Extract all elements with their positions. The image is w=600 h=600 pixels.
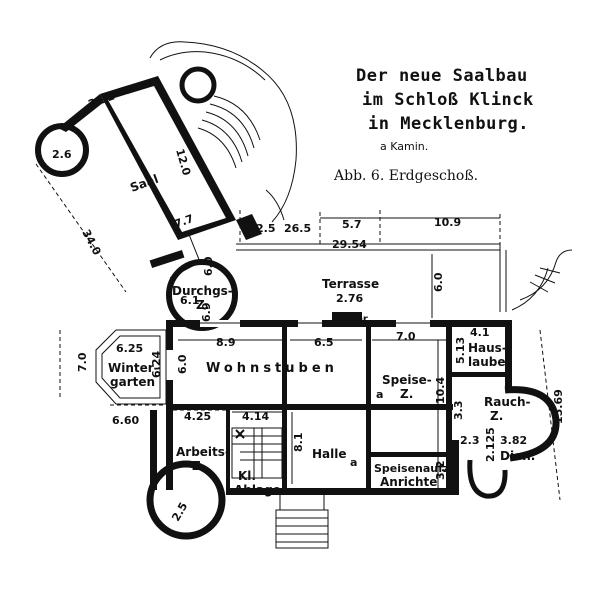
room-ablage-1: Kl. bbox=[238, 469, 256, 483]
dim-33: 3.3 bbox=[452, 401, 465, 421]
durchgangs-room bbox=[166, 259, 238, 331]
dim-265: 26.5 bbox=[284, 222, 311, 235]
dim-60-terr: 6.0 bbox=[432, 272, 445, 292]
room-durchgang-1: Durchgs- bbox=[172, 284, 233, 298]
dim-26: 2.6 bbox=[52, 148, 72, 161]
room-arbeits-2: Z. bbox=[192, 459, 205, 473]
kamin-marker-1: a bbox=[376, 388, 383, 401]
dim-61: 6.1 bbox=[180, 294, 200, 307]
room-terrasse: Terrasse bbox=[322, 277, 379, 291]
room-rauch-2: Z. bbox=[490, 409, 503, 423]
room-wintergarten-1: Winter- bbox=[108, 361, 159, 375]
room-rauch-1: Rauch- bbox=[484, 395, 531, 409]
dim-25b: 2.5 bbox=[169, 500, 190, 523]
staircase bbox=[231, 427, 283, 479]
saal-wing bbox=[35, 66, 262, 279]
dim-2954: 29.54 bbox=[332, 238, 367, 251]
room-durchgang-2: Z. bbox=[196, 298, 209, 312]
room-wintergarten-2: garten bbox=[110, 375, 155, 389]
dim-382: 3.82 bbox=[500, 434, 527, 447]
dim-660: 6.60 bbox=[112, 414, 139, 427]
dim-65: 6.5 bbox=[314, 336, 334, 349]
rauch-tower bbox=[467, 386, 560, 499]
title-line-3: in Mecklenburg. bbox=[368, 114, 530, 134]
dim-70: 7.0 bbox=[76, 352, 89, 372]
title-line-2: im Schloß Klinck bbox=[362, 90, 534, 110]
room-anrichte: Anrichte bbox=[380, 475, 437, 489]
room-wohnstuben: Wohnstuben bbox=[206, 361, 338, 376]
dim-425: 4.25 bbox=[184, 410, 211, 423]
wintergarden bbox=[95, 329, 167, 405]
room-speise-2: Z. bbox=[400, 387, 413, 401]
entrance-steps bbox=[275, 495, 329, 549]
room-halle: Halle bbox=[312, 447, 347, 461]
room-hauslaube-2: laube bbox=[468, 355, 505, 369]
dim-109: 10.9 bbox=[434, 216, 461, 229]
dim-25a: 2.5 bbox=[256, 222, 276, 235]
dim-60-wohn: 6.0 bbox=[176, 354, 189, 374]
room-speisenaufz: Speisenaufz bbox=[374, 462, 449, 475]
dim-60-durch: 6.0 bbox=[202, 256, 215, 276]
dim-32: 3.2 bbox=[434, 461, 447, 481]
dim-70-speise: 7.0 bbox=[396, 330, 416, 343]
figure-caption: Abb. 6. Erdgeschoß. bbox=[334, 168, 479, 184]
room-hauslaube-1: Haus- bbox=[468, 341, 507, 355]
title-line-1: Der neue Saalbau bbox=[356, 66, 528, 86]
dim-625: 6.25 bbox=[116, 342, 143, 355]
dimension-lines bbox=[35, 163, 561, 501]
kamin-marker-2: a bbox=[350, 456, 357, 469]
terrace-area bbox=[236, 210, 573, 312]
room-erker: Erker bbox=[338, 314, 368, 325]
dim-1569: 15.69 bbox=[552, 389, 565, 424]
dim-41: 4.1 bbox=[470, 326, 490, 339]
dim-2125: 2.125 bbox=[484, 427, 497, 462]
dim-89: 8.9 bbox=[216, 336, 236, 349]
arbeits-tower bbox=[146, 410, 226, 540]
dim-69: 6.9 bbox=[200, 303, 213, 323]
room-ablage-2: Ablage bbox=[234, 483, 281, 497]
dim-276: 2.76 bbox=[336, 292, 363, 305]
dim-81: 8.1 bbox=[292, 433, 305, 453]
room-dien: Dien. bbox=[500, 449, 535, 463]
stepped-terrace-round bbox=[149, 41, 297, 223]
main-block bbox=[166, 312, 512, 495]
dim-624: 6.24 bbox=[150, 351, 163, 378]
dim-57: 5.7 bbox=[342, 218, 362, 231]
dim-23: 2.3 bbox=[460, 434, 480, 447]
room-speise-1: Speise- bbox=[382, 373, 432, 387]
dim-77: 7.7 bbox=[173, 212, 196, 231]
dim-34: 34.0 bbox=[79, 227, 103, 257]
dim-513: 5.13 bbox=[454, 337, 467, 364]
room-arbeits-1: Arbeits- bbox=[176, 445, 230, 459]
dim-104: 10.4 bbox=[434, 377, 447, 404]
legend-kamin: a Kamin. bbox=[380, 140, 429, 153]
dim-414: 4.14 bbox=[242, 410, 269, 423]
